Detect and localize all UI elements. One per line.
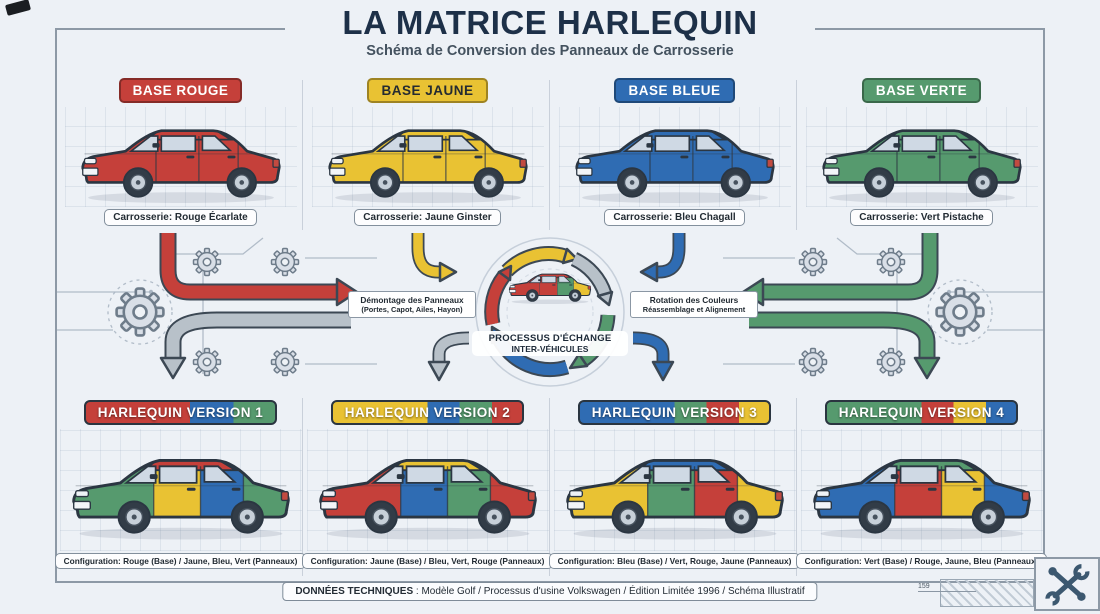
page-subtitle: Schéma de Conversion des Panneaux de Car…	[366, 43, 734, 59]
harlequin-car-2	[309, 439, 547, 540]
carrosserie-label: Carrosserie: Bleu Chagall	[604, 209, 745, 226]
dismantle-step-box: Démontage des Panneaux (Portes, Capot, A…	[348, 291, 476, 318]
base-car-bleue	[566, 111, 784, 204]
column-divider	[302, 80, 303, 230]
base-badge: BASE ROUGE	[118, 78, 243, 103]
dismantle-step-title: Démontage des Panneaux	[360, 295, 464, 305]
green-inflow-arrow	[741, 233, 939, 307]
base-column-bleue: BASE BLEUE Carrosserie: Bleu Chagall	[551, 78, 798, 226]
version-column-2: HARLEQUIN VERSION 2 Configuration: Jaune…	[301, 400, 554, 569]
column-divider	[796, 398, 797, 576]
car-illustration	[574, 128, 775, 203]
rotation-step-detail: Réassemblage et Alignement	[642, 305, 746, 314]
carrosserie-label: Carrosserie: Vert Pistache	[850, 209, 993, 226]
green-outflow-arrow-right	[749, 311, 941, 380]
version-column-3: HARLEQUIN VERSION 3 Configuration: Bleu …	[548, 400, 801, 569]
car-canvas	[805, 107, 1038, 207]
configuration-label: Configuration: Rouge (Base) / Jaune, Ble…	[54, 553, 307, 569]
car-illustration	[508, 273, 592, 304]
version-badge: HARLEQUIN VERSION 4	[824, 400, 1019, 425]
version-badge: HARLEQUIN VERSION 1	[83, 400, 278, 425]
column-divider	[549, 80, 550, 230]
car-illustration	[71, 459, 290, 540]
column-divider	[302, 398, 303, 576]
crossed-wrenches-icon	[1045, 564, 1090, 606]
title-block: LA MATRICE HARLEQUIN Schéma de Conversio…	[285, 0, 815, 70]
harlequin-car-4	[803, 439, 1041, 540]
configuration-label: Configuration: Jaune (Base) / Bleu, Vert…	[301, 553, 554, 569]
car-illustration	[812, 459, 1031, 540]
car-canvas	[64, 107, 297, 207]
base-badge: BASE VERTE	[861, 78, 982, 103]
car-canvas	[553, 429, 796, 551]
car-illustration	[80, 128, 281, 203]
process-center-line2: INTER-VÉHICULES	[511, 344, 589, 354]
car-canvas	[306, 429, 549, 551]
car-canvas	[59, 429, 302, 551]
base-car-jaune	[319, 111, 537, 204]
harlequin-car-3	[556, 439, 794, 540]
version-badge: HARLEQUIN VERSION 3	[577, 400, 772, 425]
base-car-rouge	[72, 111, 290, 204]
column-divider	[549, 398, 550, 576]
car-illustration	[821, 128, 1022, 203]
version-column-4: HARLEQUIN VERSION 4 Configuration: Vert …	[795, 400, 1048, 569]
base-column-jaune: BASE JAUNE Carrosserie: Jaune Ginster	[304, 78, 551, 226]
configuration-label: Configuration: Bleu (Base) / Vert, Rouge…	[548, 553, 801, 569]
carrosserie-label: Carrosserie: Jaune Ginster	[354, 209, 501, 226]
car-illustration	[327, 128, 528, 203]
base-badge: BASE BLEUE	[614, 78, 735, 103]
exchange-center-car	[505, 266, 595, 309]
process-center-line1: PROCESSUS D'ÉCHANGE	[488, 333, 612, 344]
harlequin-car-1	[62, 439, 300, 540]
technical-data-footer: DONNÉES TECHNIQUES : Modèle Golf / Proce…	[282, 582, 818, 601]
red-inflow-arrow	[159, 233, 359, 307]
car-illustration	[318, 459, 537, 540]
page-title: LA MATRICE HARLEQUIN	[342, 4, 758, 41]
dimension-mark: 159	[918, 583, 976, 592]
carrosserie-label: Carrosserie: Rouge Écarlate	[104, 209, 257, 226]
blue-outflow-arrow-center-right	[632, 331, 675, 382]
pen-mark	[4, 0, 32, 16]
footer-heading: DONNÉES TECHNIQUES	[295, 586, 414, 597]
process-center-label: PROCESSUS D'ÉCHANGE INTER-VÉHICULES	[472, 331, 628, 356]
tools-corner-box	[1034, 557, 1100, 611]
footer-detail: : Modèle Golf / Processus d'usine Volksw…	[413, 586, 805, 597]
blueprint-lines	[57, 237, 1043, 387]
dismantle-step-detail: (Portes, Capot, Ailes, Hayon)	[361, 305, 463, 314]
base-column-verte: BASE VERTE Carrosserie: Vert Pistache	[798, 78, 1045, 226]
version-column-1: HARLEQUIN VERSION 1 Configuration: Rouge…	[54, 400, 307, 569]
version-badge: HARLEQUIN VERSION 2	[330, 400, 525, 425]
exchange-flow-diagram	[57, 233, 1043, 387]
base-car-verte	[813, 111, 1031, 204]
gray-outflow-arrow-left	[159, 311, 351, 380]
car-canvas	[800, 429, 1043, 551]
car-canvas	[311, 107, 544, 207]
configuration-label: Configuration: Vert (Base) / Rouge, Jaun…	[795, 553, 1048, 569]
base-badge: BASE JAUNE	[367, 78, 488, 103]
car-illustration	[565, 459, 784, 540]
car-canvas	[558, 107, 791, 207]
rotation-step-box: Rotation des Couleurs Réassemblage et Al…	[630, 291, 758, 318]
gray-outflow-arrow-center-left	[427, 331, 470, 382]
base-column-rouge: BASE ROUGE Carrosserie: Rouge Écarlate	[57, 78, 304, 226]
yellow-inflow-arrow	[411, 233, 458, 283]
rotation-step-title: Rotation des Couleurs	[649, 295, 739, 305]
blue-inflow-arrow	[639, 233, 686, 283]
column-divider	[796, 80, 797, 230]
